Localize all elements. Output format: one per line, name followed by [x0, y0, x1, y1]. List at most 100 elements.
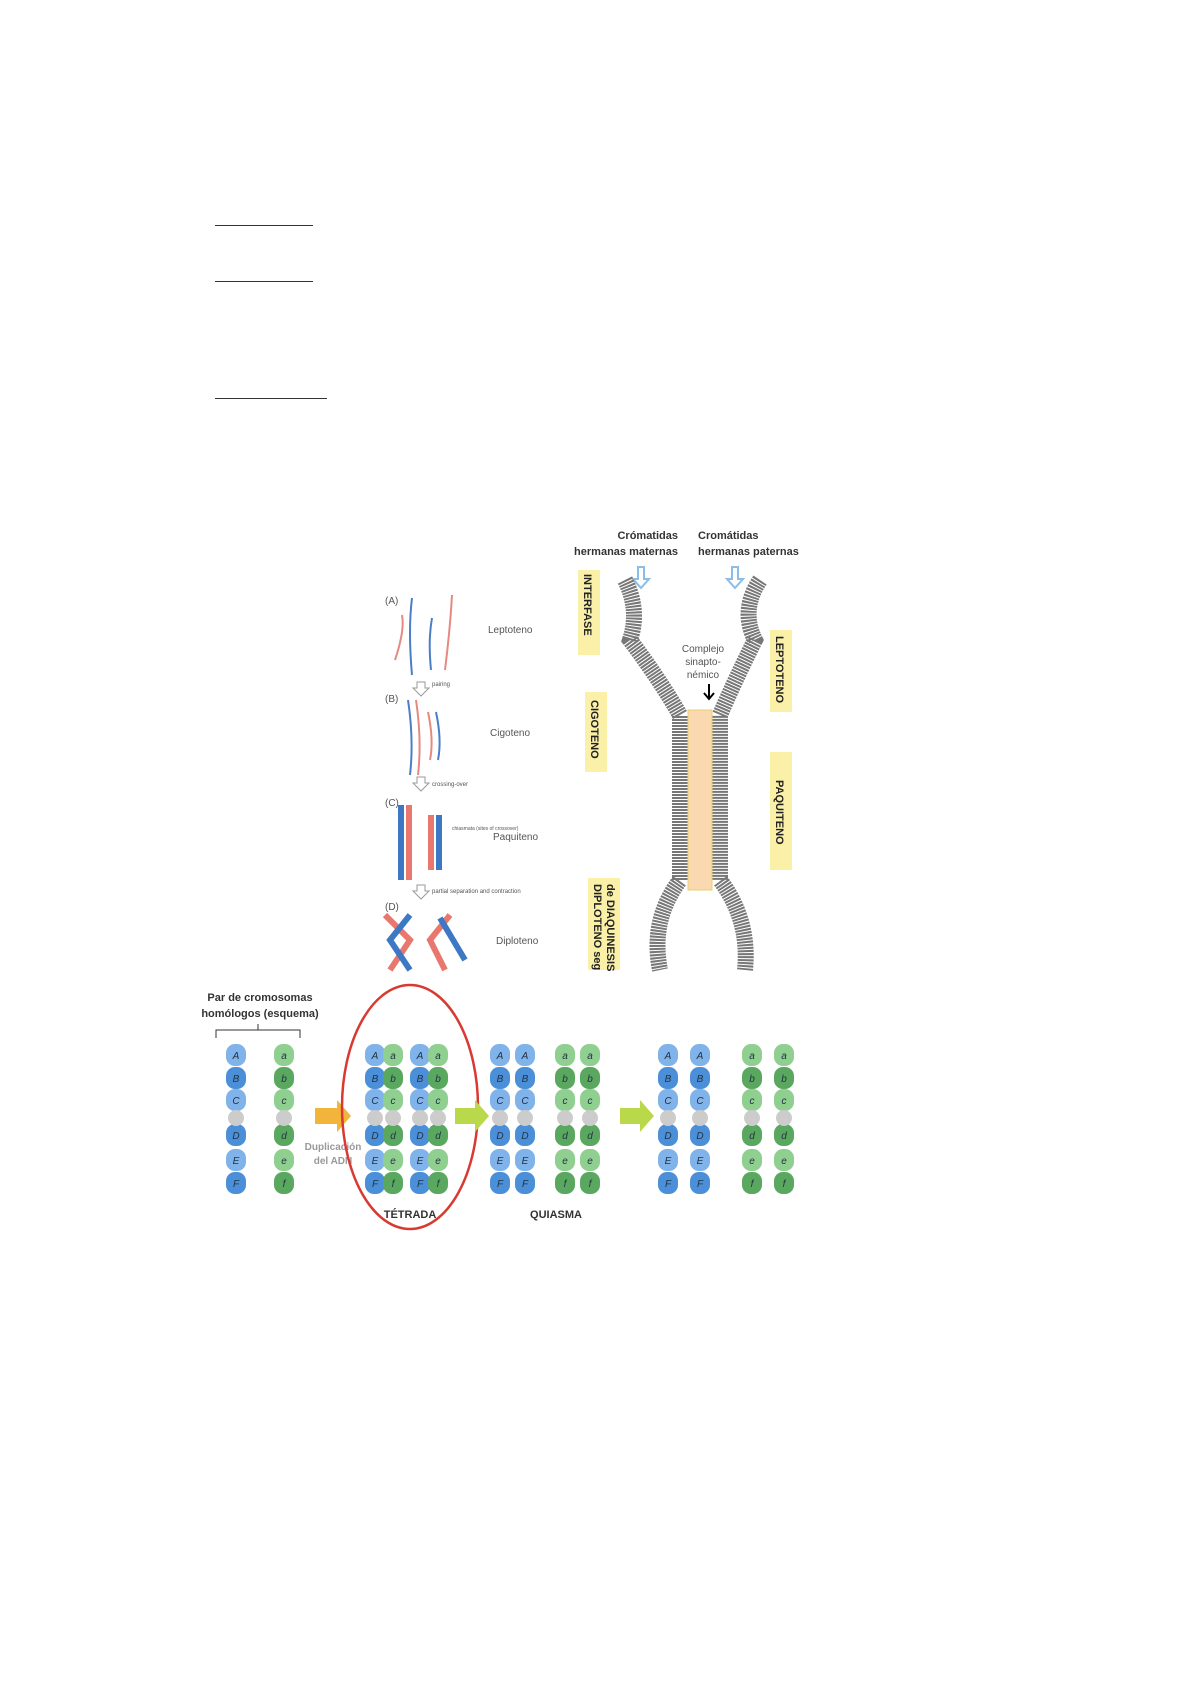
maternal-label: Crómatidas [617, 530, 678, 542]
diagram-title: Par de cromosomas [207, 992, 312, 1004]
gene-band [490, 1124, 510, 1146]
gene-label: c [588, 1096, 593, 1107]
gene-band [690, 1044, 710, 1066]
phase-cigoteno: CIGOTENO [588, 700, 600, 759]
gene-band [365, 1124, 385, 1146]
panel-letter: (C) [385, 798, 399, 809]
gene-band [515, 1172, 535, 1194]
gene-band [555, 1089, 575, 1111]
gene-band [274, 1124, 294, 1146]
gene-band [658, 1124, 678, 1146]
gene-label: d [749, 1131, 755, 1142]
gene-band [226, 1124, 246, 1146]
gene-band [658, 1172, 678, 1194]
gene-band [383, 1149, 403, 1171]
gene-label: D [496, 1131, 503, 1142]
centromere [557, 1110, 573, 1126]
gene-label: b [562, 1074, 568, 1085]
gene-label: f [783, 1179, 787, 1190]
arrow-right-icon [455, 1100, 489, 1132]
gene-label: a [281, 1051, 287, 1062]
quiasma-label: QUIASMA [530, 1209, 582, 1221]
centromere [692, 1110, 708, 1126]
arrow-down-icon [724, 566, 746, 590]
gene-label: D [696, 1131, 703, 1142]
gene-label: A [371, 1051, 379, 1062]
gene-band [428, 1172, 448, 1194]
gene-label: F [417, 1179, 424, 1190]
gene-label: b [781, 1074, 787, 1085]
gene-band [555, 1067, 575, 1089]
centromere [385, 1110, 401, 1126]
gene-label: B [697, 1074, 704, 1085]
paternal-label: Cromátidas [698, 530, 759, 542]
gene-label: c [782, 1096, 787, 1107]
gene-band [274, 1067, 294, 1089]
centromere [430, 1110, 446, 1126]
gene-label: f [437, 1179, 441, 1190]
gene-label: A [416, 1051, 424, 1062]
gene-band [410, 1067, 430, 1089]
maternal-label: hermanas maternas [574, 546, 678, 558]
arrow-right-icon [620, 1100, 654, 1132]
gene-label: e [781, 1156, 787, 1167]
gene-band [274, 1044, 294, 1066]
gene-label: A [232, 1051, 240, 1062]
gene-label: b [587, 1074, 593, 1085]
gene-band [410, 1149, 430, 1171]
gene-band [658, 1067, 678, 1089]
transition-label: crossing-over [432, 782, 468, 788]
gene-label: d [435, 1131, 441, 1142]
gene-label: a [781, 1051, 787, 1062]
gene-label: b [749, 1074, 755, 1085]
gene-band [383, 1172, 403, 1194]
step-label: del ADN [314, 1156, 353, 1167]
tetrad-highlight [340, 983, 480, 1231]
gene-band [690, 1149, 710, 1171]
gene-label: e [390, 1156, 396, 1167]
gene-label: D [416, 1131, 423, 1142]
centromere [228, 1110, 244, 1126]
gene-band [365, 1067, 385, 1089]
gene-label: E [233, 1156, 240, 1167]
gene-label: F [233, 1179, 240, 1190]
gene-label: f [392, 1179, 396, 1190]
arrow-right-icon [315, 1100, 351, 1132]
gene-band [274, 1149, 294, 1171]
gene-label: a [587, 1051, 593, 1062]
gene-label: e [281, 1156, 287, 1167]
gene-band [774, 1124, 794, 1146]
gene-label: A [696, 1051, 704, 1062]
meiosis-stages-panel: (A) Leptoteno pairing (B) Cigoteno cross… [382, 594, 539, 972]
centromere [517, 1110, 533, 1126]
tetrada-label: TÉTRADA [384, 1208, 437, 1221]
gene-label: d [390, 1131, 396, 1142]
gene-band [226, 1089, 246, 1111]
gene-label: A [496, 1051, 504, 1062]
gene-band [490, 1149, 510, 1171]
gene-label: C [664, 1096, 672, 1107]
gene-label: D [521, 1131, 528, 1142]
blank-line-3 [215, 398, 327, 399]
gene-label: C [371, 1096, 379, 1107]
gene-label: e [749, 1156, 755, 1167]
gene-label: c [282, 1096, 287, 1107]
gene-band [383, 1089, 403, 1111]
gene-band [490, 1044, 510, 1066]
gene-label: f [564, 1179, 568, 1190]
centromere [744, 1110, 760, 1126]
centromere [776, 1110, 792, 1126]
phase-paquiteno: PAQUITENO [773, 780, 785, 845]
gene-label: f [283, 1179, 287, 1190]
gene-band [410, 1089, 430, 1111]
gene-band [690, 1172, 710, 1194]
gene-label: B [417, 1074, 424, 1085]
